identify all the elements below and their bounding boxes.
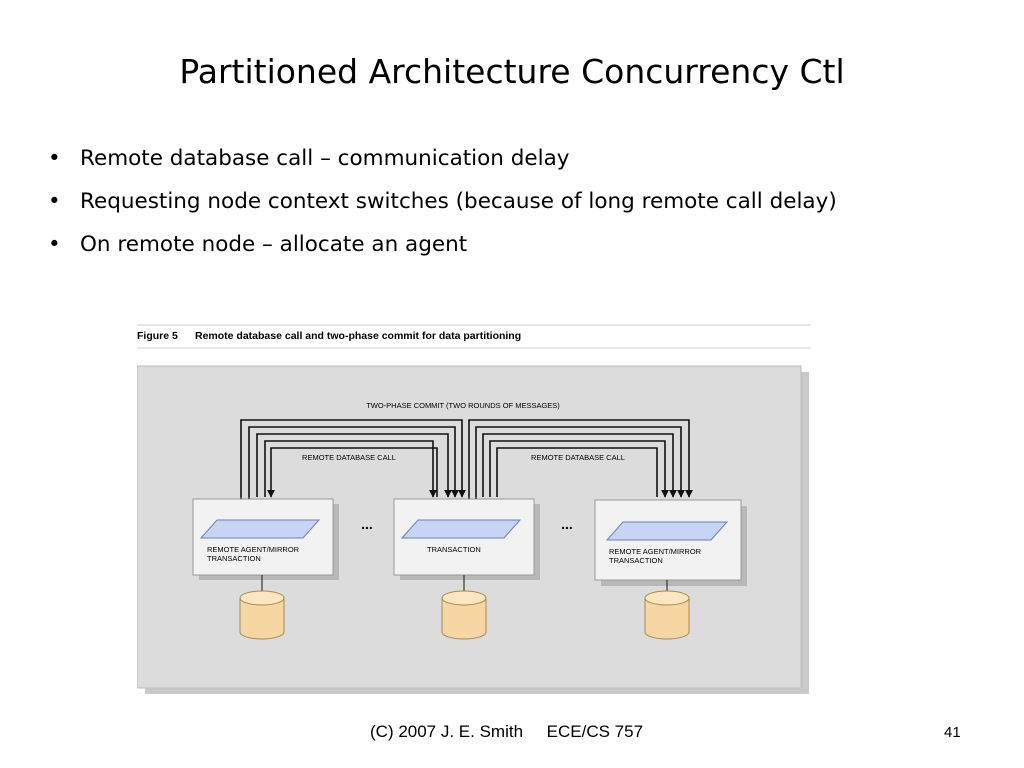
node-db-connectors	[261, 575, 668, 592]
figure-caption-text: Remote database call and two-phase commi…	[195, 330, 521, 342]
node-label-line1: REMOTE AGENT/MIRROR	[609, 547, 702, 556]
architecture-diagram: Figure 5 Remote database call and two-ph…	[136, 324, 811, 698]
bullet-icon: •	[48, 232, 61, 257]
processor-plane-icon	[199, 519, 321, 539]
two-phase-commit-arrows-right	[465, 419, 693, 505]
page-number: 41	[944, 724, 961, 741]
bullet-list: • Remote database call – communication de…	[48, 144, 837, 273]
two-phase-commit-label: TWO-PHASE COMMIT (TWO ROUNDS OF MESSAGES…	[366, 401, 560, 410]
bullet-item: • Requesting node context switches (becau…	[48, 187, 837, 230]
figure-caption-number: Figure 5	[137, 330, 178, 342]
ellipsis-right: ...	[561, 516, 573, 532]
bullet-icon: •	[48, 146, 61, 171]
two-phase-commit-arrows-left	[237, 419, 466, 505]
remote-db-call-arrow-right	[489, 440, 669, 498]
node-label-line2: TRANSACTION	[609, 556, 663, 565]
node-label-line1: TRANSACTION	[427, 545, 481, 554]
bullet-text: Requesting node context switches (becaus…	[80, 189, 837, 214]
node-label-line2: TRANSACTION	[207, 554, 261, 563]
slide-title: Partitioned Architecture Concurrency Ctl	[179, 52, 845, 91]
node-remote-agent-right: REMOTE AGENT/MIRROR TRANSACTION	[594, 499, 747, 586]
bullet-icon: •	[48, 189, 61, 214]
database-icon	[441, 590, 487, 640]
node-label-line1: REMOTE AGENT/MIRROR	[207, 545, 300, 554]
remote-db-call-arrow-left	[264, 440, 438, 498]
bullet-item: • Remote database call – communication de…	[48, 144, 837, 187]
node-transaction-center: TRANSACTION	[393, 498, 540, 580]
node-remote-agent-left: REMOTE AGENT/MIRROR TRANSACTION	[192, 498, 339, 580]
footer-credit: (C) 2007 J. E. Smith ECE/CS 757	[370, 722, 644, 741]
processor-plane-icon	[400, 519, 522, 539]
database-icon	[239, 590, 285, 640]
remote-db-call-label-left: REMOTE DATABASE CALL	[302, 453, 396, 462]
bullet-text: Remote database call – communication del…	[80, 146, 570, 171]
remote-db-call-label-right: REMOTE DATABASE CALL	[531, 453, 625, 462]
processor-plane-icon	[605, 521, 729, 541]
bullet-item: • On remote node – allocate an agent	[48, 230, 837, 273]
architecture-figure: Figure 5 Remote database call and two-ph…	[136, 324, 811, 698]
ellipsis-left: ...	[361, 516, 373, 532]
bullet-text: On remote node – allocate an agent	[80, 232, 468, 257]
database-icon	[644, 590, 690, 640]
